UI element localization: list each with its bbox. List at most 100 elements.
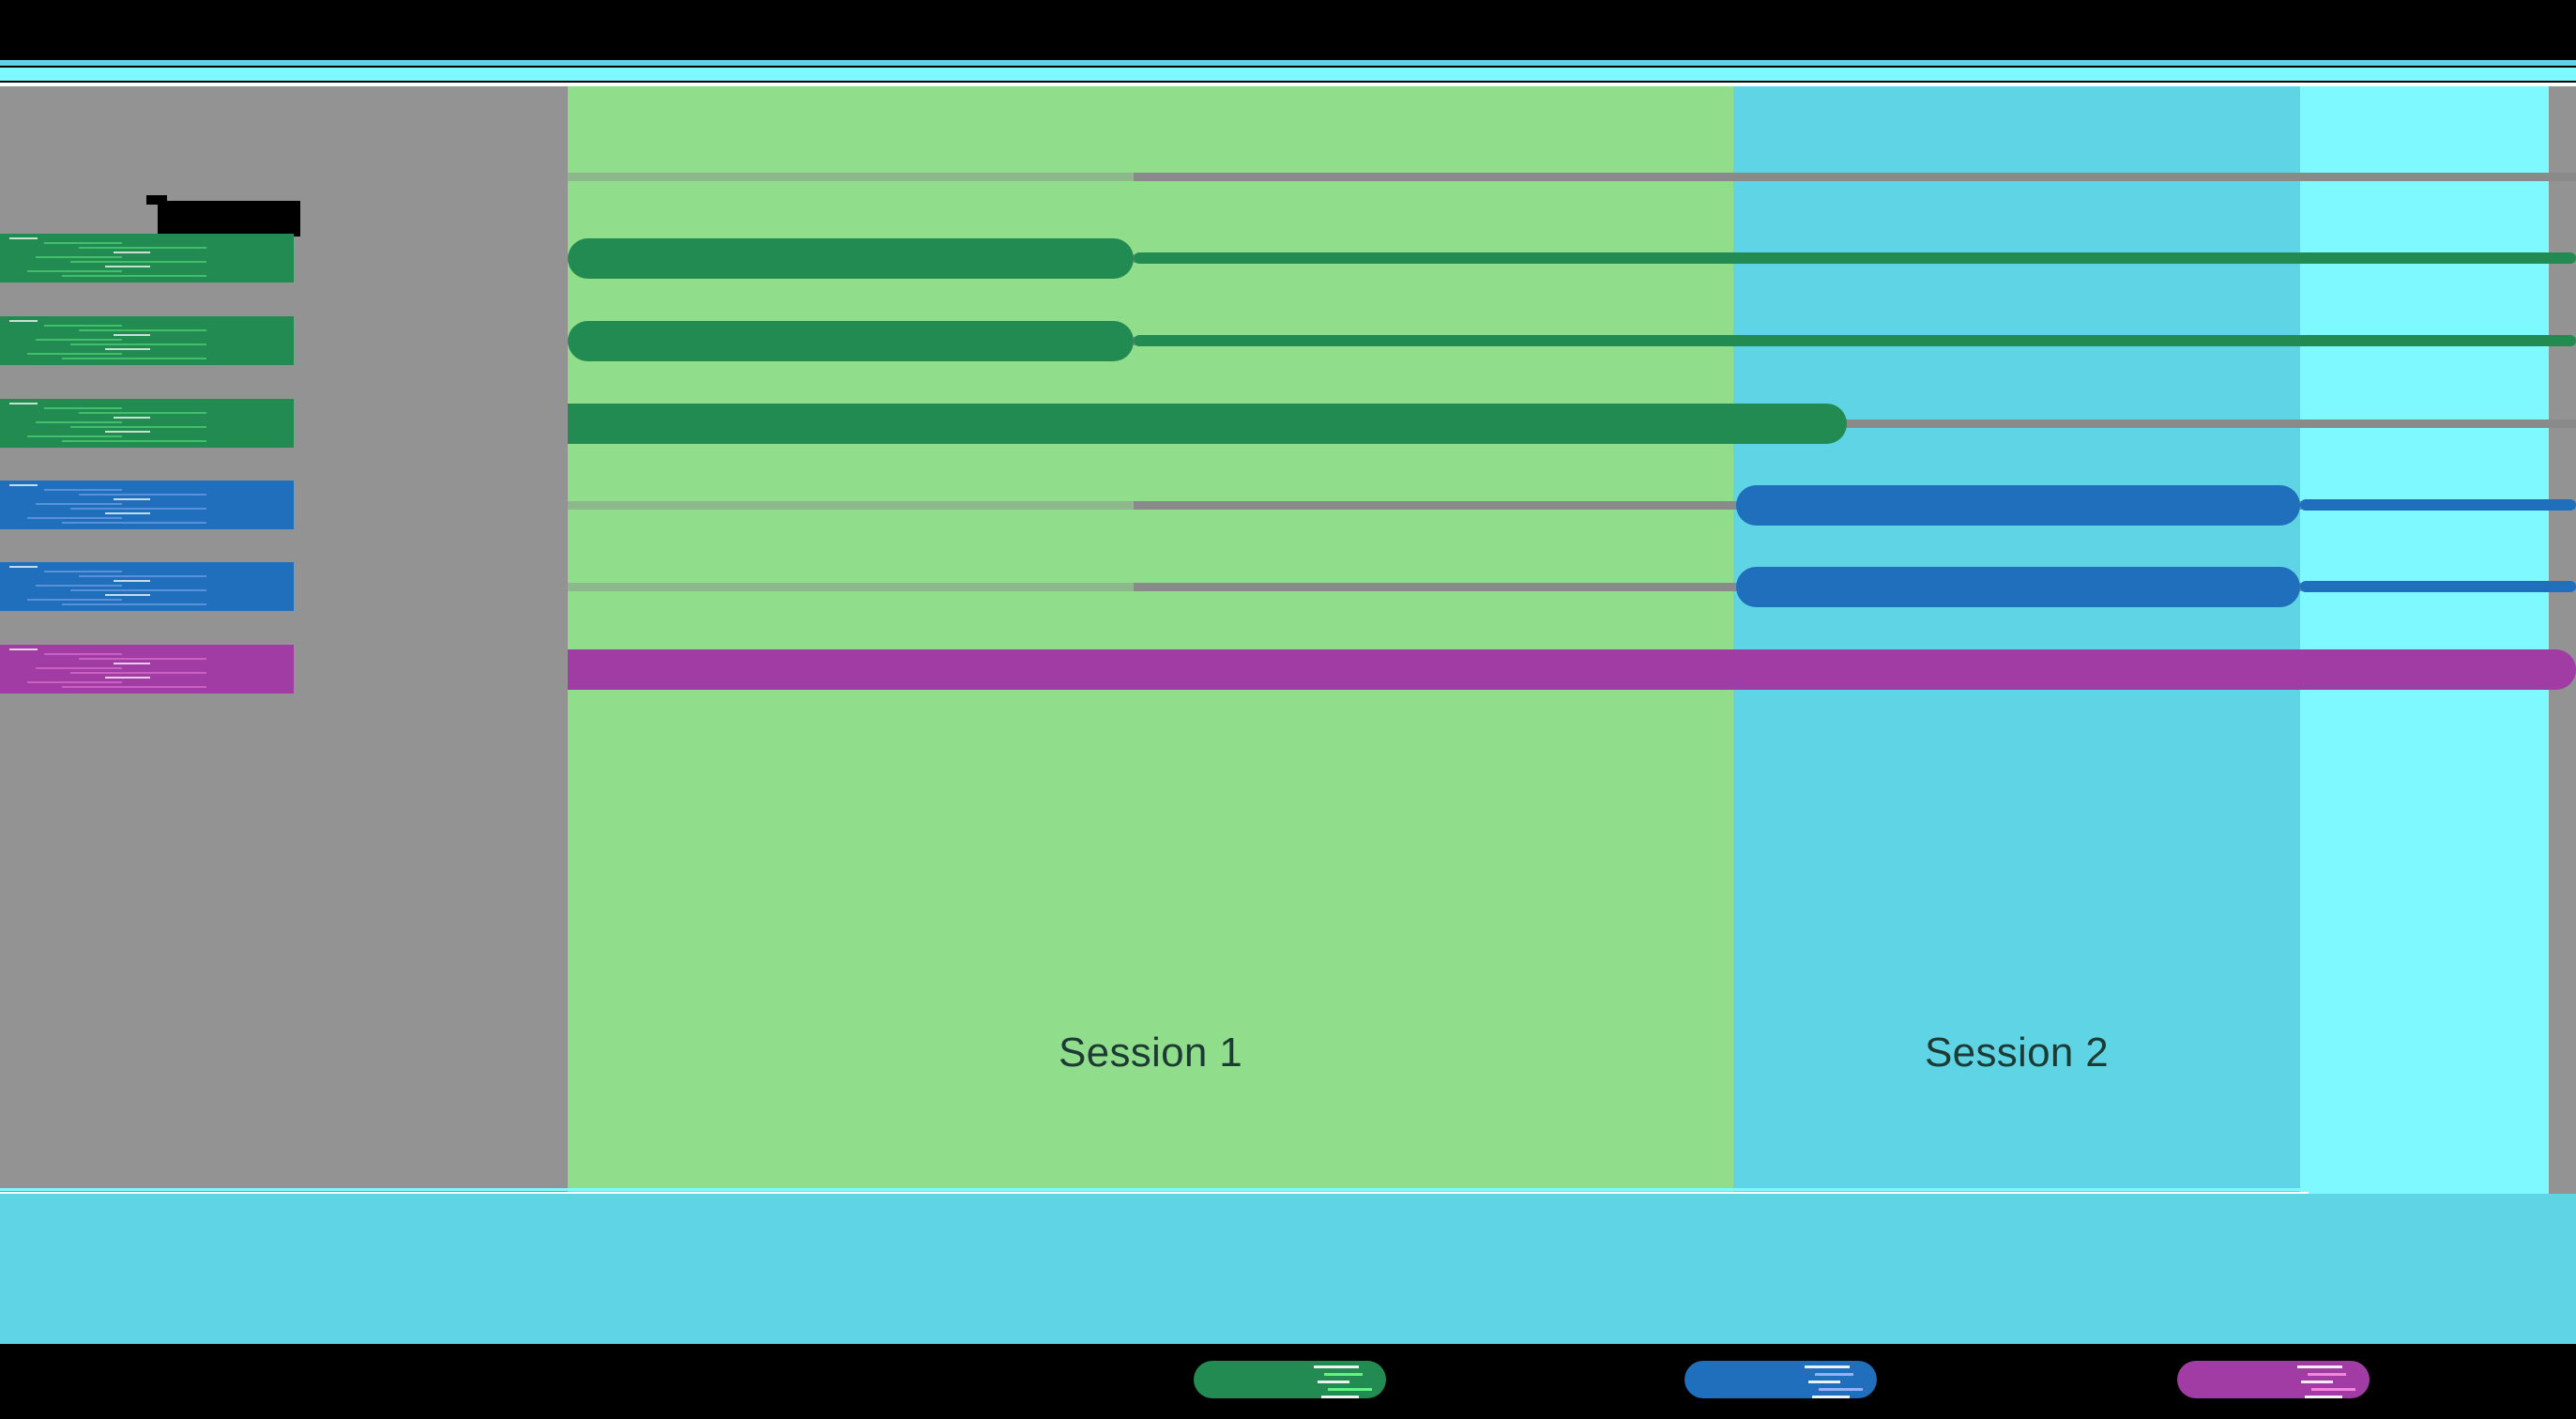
redaction-scanline — [36, 421, 122, 423]
redaction-scanline — [70, 672, 206, 674]
legend-swatch-scanline — [1314, 1366, 1359, 1368]
footer-strip — [0, 1194, 2576, 1344]
legend-swatch-scanline — [2301, 1381, 2333, 1383]
legend-swatch-scanline — [1324, 1373, 1363, 1376]
legend-swatch — [1684, 1361, 1877, 1398]
gridline — [1134, 420, 2576, 428]
redaction-scanline — [9, 484, 38, 486]
session-band-label-1: Session 1 — [1059, 1030, 1242, 1076]
footer-hairline-1 — [0, 1188, 2309, 1191]
row-label-redacted — [0, 234, 294, 282]
chart-title-redaction — [146, 195, 300, 236]
legend-swatch-scanline — [1819, 1388, 1863, 1391]
redaction-scanline — [36, 256, 122, 258]
legend-swatch-scanline — [2311, 1388, 2355, 1391]
legend-swatch — [2177, 1361, 2370, 1398]
redaction-scanline — [79, 412, 206, 414]
redaction-scanline — [79, 658, 206, 660]
redaction-scanline — [105, 512, 150, 514]
row-label-redacted — [0, 645, 294, 694]
redaction-scanline — [79, 494, 206, 496]
redaction-scanline — [62, 603, 206, 605]
redaction-scanline — [27, 681, 122, 683]
row-label-redacted — [0, 562, 294, 611]
top-accent-rule-1 — [0, 60, 2576, 66]
redaction-scanline — [79, 329, 206, 331]
redaction-scanline — [27, 599, 122, 601]
gridline — [1134, 173, 2576, 181]
redaction-scanline — [27, 270, 122, 272]
redaction-scanline — [36, 503, 122, 505]
redaction-scanline — [44, 571, 122, 572]
legend-swatch-scanline — [2297, 1366, 2342, 1368]
legend-swatch — [1194, 1361, 1386, 1398]
footer-hairline-2 — [0, 1192, 2309, 1194]
legend-swatch-scanline — [1815, 1373, 1853, 1376]
redaction-scanline — [62, 440, 206, 442]
redaction-scanline — [105, 431, 150, 433]
redaction-scanline — [9, 566, 38, 568]
task-bar-continuation[interactable] — [2300, 581, 2576, 592]
legend-swatch-scanline — [2305, 1396, 2342, 1398]
plot-area: Session 1 Session 2 — [0, 86, 2576, 1194]
legend-swatch-scanline — [1805, 1366, 1850, 1368]
redaction-scanline — [62, 522, 206, 524]
redaction-scanline — [44, 489, 122, 491]
redaction-scanline — [114, 417, 150, 419]
redaction-scanline — [44, 653, 122, 655]
task-bar[interactable] — [1736, 566, 2300, 607]
redaction-scanline — [27, 353, 122, 355]
redaction-scanline — [70, 589, 206, 591]
task-bar[interactable] — [568, 320, 1134, 361]
redaction-scanline — [114, 498, 150, 500]
redaction-scanline — [44, 325, 122, 327]
gridline — [568, 583, 1134, 591]
row-label-redacted — [0, 481, 294, 529]
task-bar[interactable] — [372, 403, 1847, 444]
redaction-scanline — [105, 594, 150, 596]
legend-swatch-scanline — [1318, 1381, 1349, 1383]
redaction-scanline — [79, 575, 206, 577]
legend-swatch-scanline — [1321, 1396, 1359, 1398]
task-bar-continuation[interactable] — [1134, 252, 2576, 264]
redaction-scanline — [9, 648, 38, 650]
redaction-scanline — [36, 667, 122, 669]
redaction-scanline — [27, 435, 122, 437]
legend-swatch-scanline — [1328, 1388, 1372, 1391]
task-bar[interactable] — [568, 237, 1134, 279]
redaction-scanline — [9, 403, 38, 404]
redaction-scanline — [36, 339, 122, 341]
redaction-scanline — [114, 252, 150, 253]
legend — [0, 1344, 2576, 1419]
legend-swatch-scanline — [1808, 1381, 1840, 1383]
redaction-scanline — [36, 585, 122, 587]
top-accent-rule-3 — [0, 83, 2576, 86]
task-bar-continuation[interactable] — [1134, 335, 2576, 346]
session-band-3 — [2300, 86, 2549, 1194]
row-label-gutter — [0, 86, 568, 1194]
session-band-label-2: Session 2 — [1925, 1030, 2109, 1076]
redaction-scanline — [105, 266, 150, 267]
redaction-scanline — [79, 247, 206, 249]
row-label-redacted — [0, 399, 294, 448]
session-band-2: Session 2 — [1733, 86, 2300, 1194]
task-bar-continuation[interactable] — [2300, 499, 2576, 511]
task-bar[interactable] — [305, 648, 2576, 690]
redaction-scanline — [114, 580, 150, 582]
redaction-scanline — [27, 517, 122, 519]
task-bar[interactable] — [1736, 484, 2300, 526]
redaction-scanline — [70, 343, 206, 345]
gridline — [568, 501, 1134, 510]
gridline — [568, 173, 1134, 181]
redaction-scanline — [70, 426, 206, 428]
row-label-redacted — [0, 316, 294, 365]
top-accent-rule-2 — [0, 68, 2576, 81]
redaction-scanline — [62, 275, 206, 277]
redaction-scanline — [114, 334, 150, 336]
redaction-scanline — [62, 686, 206, 688]
redaction-scanline — [114, 663, 150, 664]
redaction-scanline — [44, 407, 122, 409]
redaction-scanline — [105, 677, 150, 679]
redaction-scanline — [9, 237, 38, 239]
